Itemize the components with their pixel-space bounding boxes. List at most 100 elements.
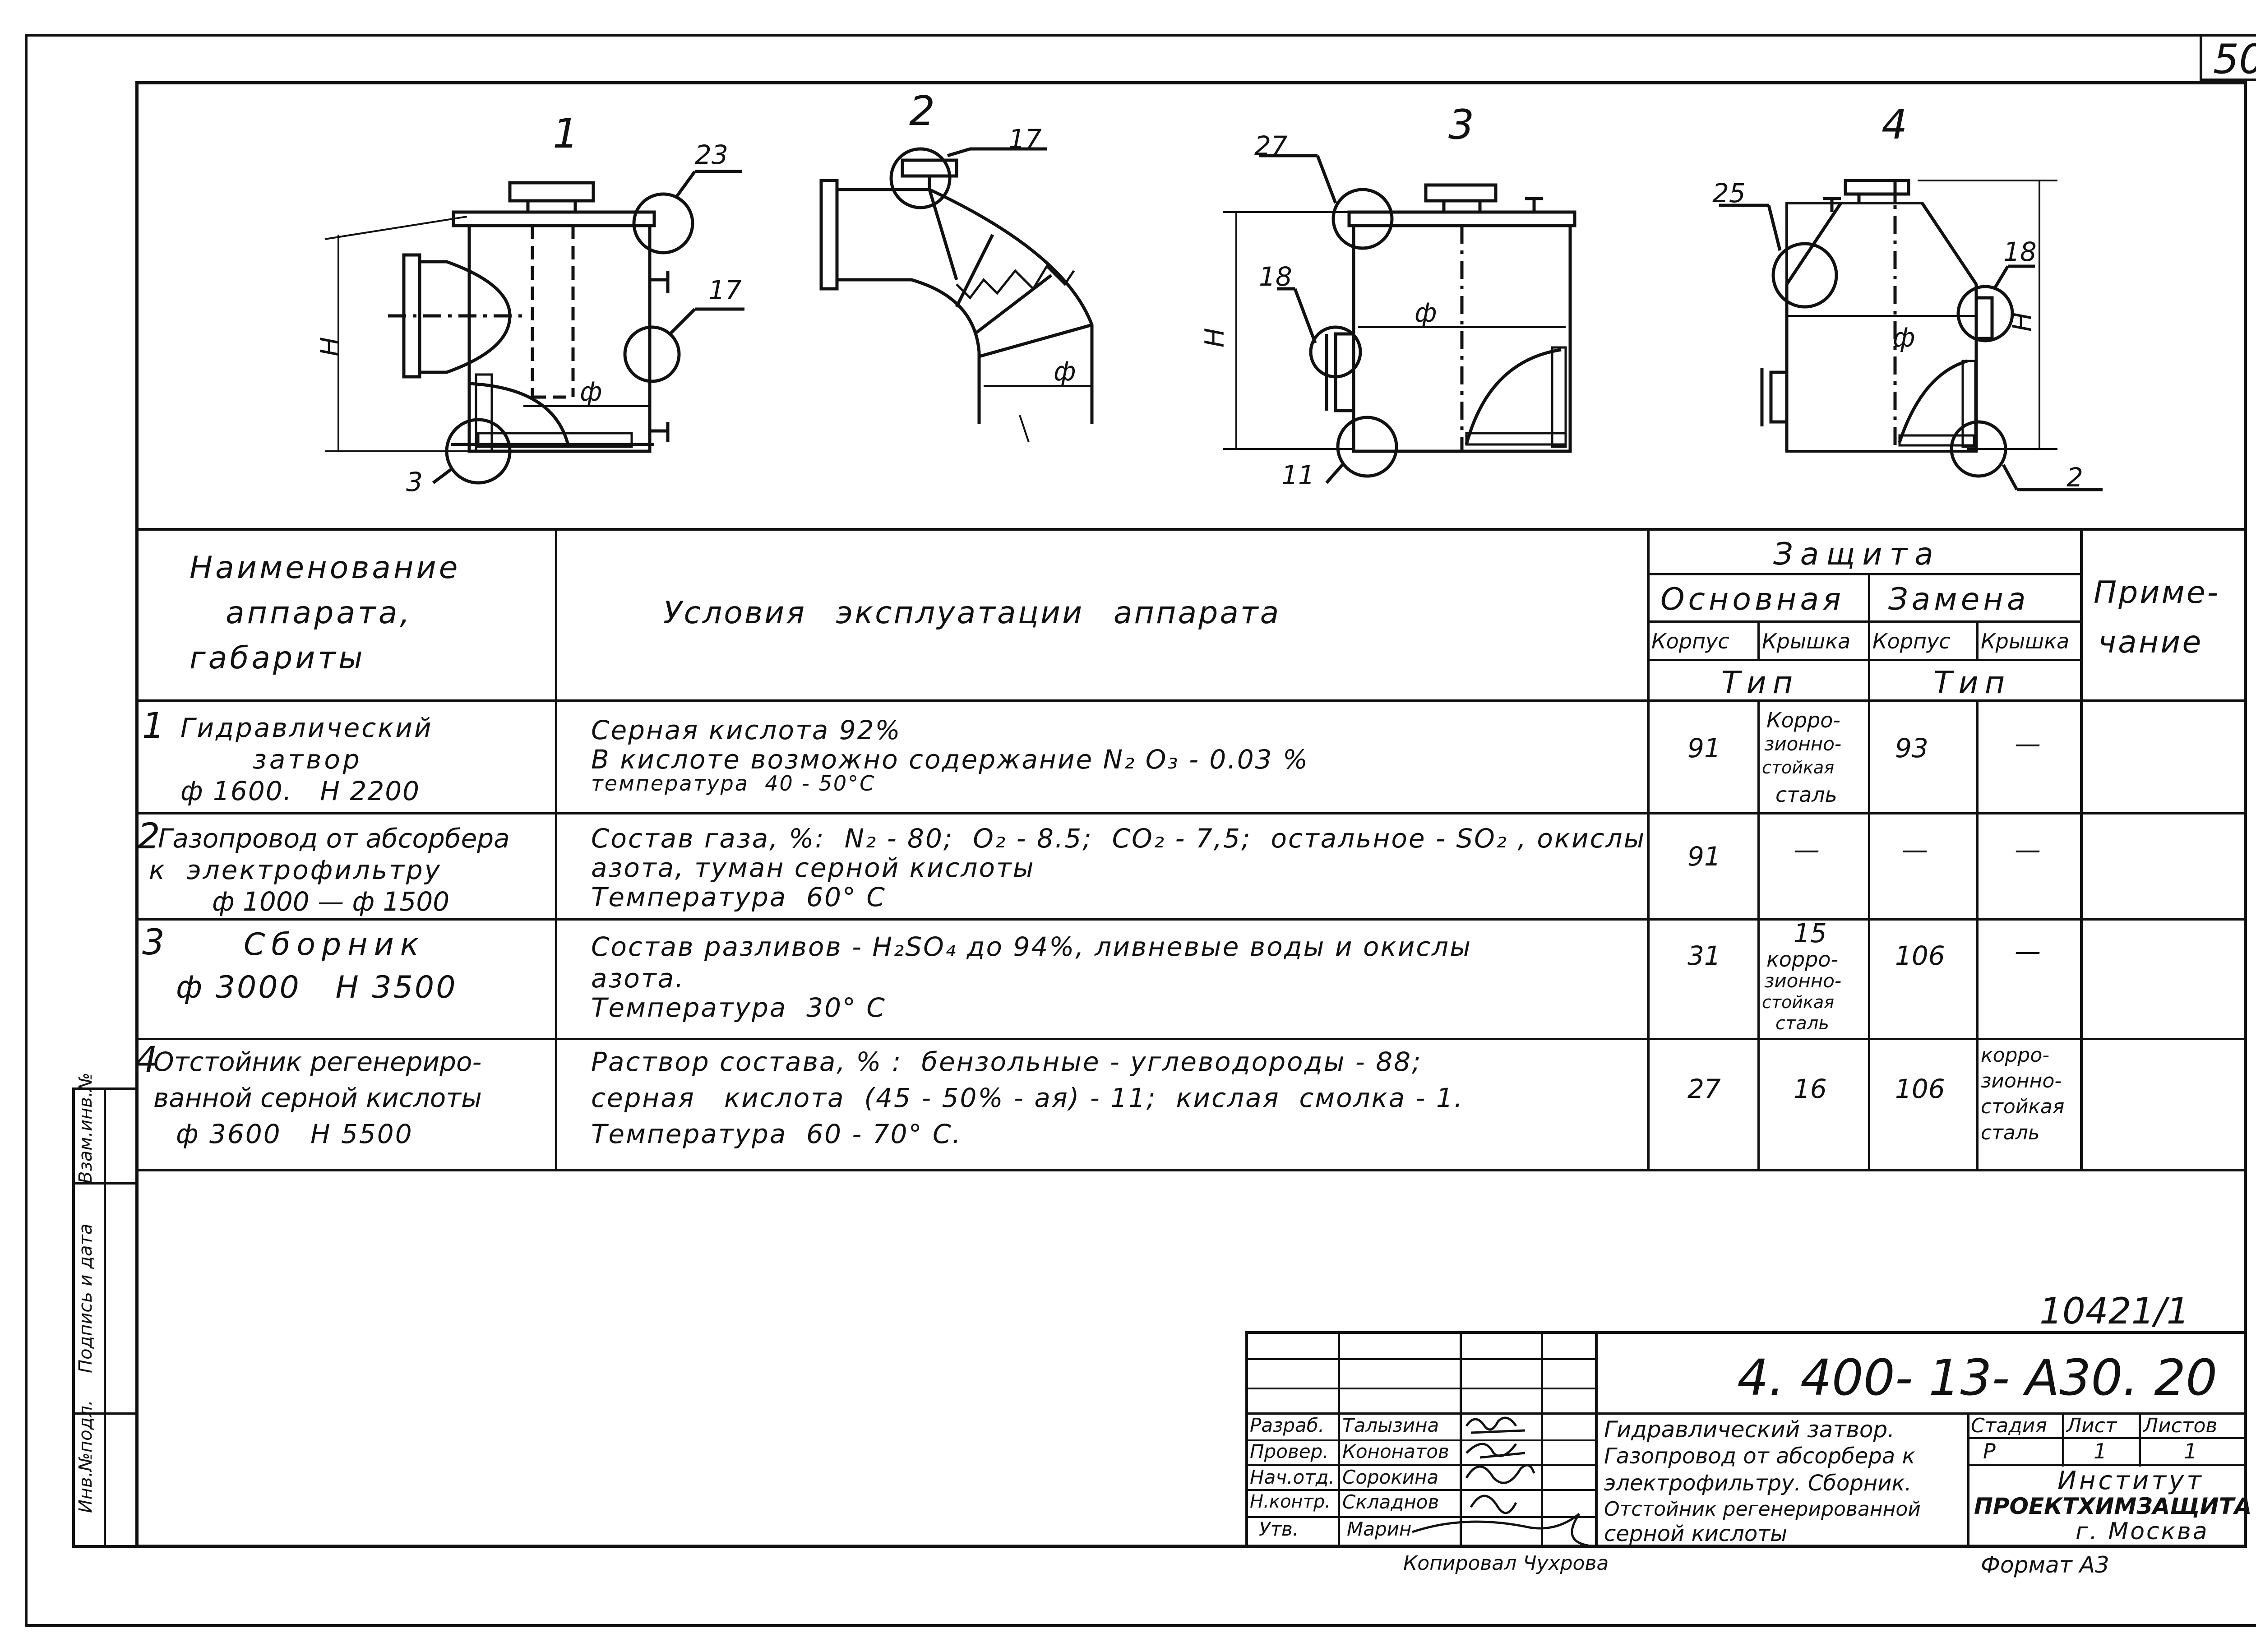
row-repl-lid: —: [2015, 728, 2041, 759]
row-repl-lid: —: [2015, 936, 2041, 967]
row-main-lid: 16: [1794, 1074, 1827, 1104]
row-condition-line: Состав разливов - H₂SO₄ до 94%, ливневые…: [591, 931, 1472, 962]
row-condition-line: азота.: [591, 963, 685, 994]
drawing-4-callout-18: 18: [2003, 236, 2037, 267]
row-main-body: 91: [1687, 733, 1721, 764]
row-name-line: к электрофильтру: [149, 855, 442, 885]
title-line: серной кислоты: [1604, 1521, 1788, 1546]
header-repl-body: Корпус: [1872, 629, 1951, 653]
person-name: Складнов: [1342, 1491, 1439, 1513]
drawing-3-callout-27: 27: [1254, 130, 1288, 161]
sheet-value: 1: [2094, 1439, 2107, 1463]
row-name-line: Гидравлический: [180, 713, 433, 743]
drawing-1: [324, 170, 744, 485]
org-line: ПРОЕКТХИМЗАЩИТА: [1974, 1493, 2252, 1519]
drawing-1-number: 1: [553, 110, 579, 157]
row-repl-body: 106: [1895, 940, 1945, 971]
row-condition-line: Температура 60 - 70° C.: [591, 1119, 962, 1149]
row-number: 2: [138, 816, 160, 857]
drawing-4-number: 4: [1882, 101, 1908, 148]
drawing-3-number: 3: [1448, 101, 1475, 148]
row-condition-line: азота, туман серной кислоты: [591, 852, 1035, 883]
role-label: Провер.: [1250, 1440, 1329, 1462]
row-condition-line: Состав газа, %: N₂ - 80; O₂ - 8.5; CO₂ -…: [591, 823, 1646, 854]
row-number: 4: [135, 1040, 158, 1080]
role-label: Утв.: [1259, 1518, 1299, 1540]
stage-value: Р: [1983, 1439, 1996, 1463]
row-repl-body: 106: [1895, 1074, 1945, 1104]
drawing-2-callout-17: 17: [1008, 124, 1042, 154]
row-main-lid: —: [1794, 834, 1820, 865]
header-note-line1: Приме-: [2094, 575, 2220, 611]
sheet-number: 50: [2213, 36, 2256, 83]
row-main-lid-line: корро-: [1766, 947, 1839, 972]
drawing-2-dim-d: ф: [1054, 356, 1076, 387]
row-main-lid-line: Корро-: [1766, 708, 1840, 732]
row-name-line: ванной серной кислоты: [153, 1083, 482, 1113]
row-repl-lid: корро- зионно- стойкая сталь: [1981, 1044, 2065, 1144]
stage-label: Стадия: [1971, 1414, 2047, 1437]
sheet-number-box: [2200, 34, 2256, 81]
row-condition-line: Температура 60° C: [591, 882, 886, 912]
header-name-line2: аппарата,: [226, 595, 412, 631]
drawing-4: [1719, 179, 2103, 491]
row-condition-line: Раствор состава, % : бензольные - углево…: [591, 1046, 1422, 1077]
title-line: Отстойник регенерированной: [1604, 1498, 1921, 1521]
row-condition-line: Температура 30° C: [591, 992, 886, 1023]
sheet-label: Лист: [2066, 1414, 2117, 1437]
drawing-3-dim-d: ф: [1415, 297, 1437, 328]
header-main: Основная: [1660, 582, 1845, 617]
person-name: Кононатов: [1342, 1440, 1449, 1462]
row-name-line: затвор: [253, 744, 362, 775]
row-condition-line: В кислоте возможно содержание N₂ O₃ - 0.…: [591, 744, 1309, 775]
row-main-body: 91: [1687, 841, 1721, 872]
role-label: Разраб.: [1250, 1414, 1325, 1436]
row-name-line: Сборник: [244, 927, 425, 963]
row-number: 3: [142, 922, 165, 963]
row-name-line: ф 3600 H 5500: [176, 1119, 413, 1149]
row-condition-line: температура 40 - 50°C: [591, 771, 876, 796]
row-name-line: Отстойник регенериро-: [153, 1046, 482, 1077]
row-repl-body: 93: [1895, 733, 1928, 764]
row-condition-line: Серная кислота 92%: [591, 715, 901, 745]
drawing-1-callout-23: 23: [695, 139, 728, 170]
org-line: г. Москва: [2076, 1518, 2209, 1545]
sheets-value: 1: [2184, 1439, 2197, 1463]
drawing-4-callout-2: 2: [2066, 462, 2083, 493]
row-name-line: ф 1600. H 2200: [180, 776, 421, 806]
row-main-body: 31: [1687, 940, 1721, 971]
drawing-3-callout-11: 11: [1281, 460, 1315, 491]
header-main-type: Тип: [1721, 665, 1799, 701]
person-name: Сорокина: [1342, 1466, 1439, 1488]
row-name-line: ф 1000 — ф 1500: [212, 886, 450, 917]
header-main-body: Корпус: [1651, 629, 1729, 653]
row-main-lid-line: зионно-: [1764, 733, 1842, 755]
drawing-1-dim-d: ф: [580, 376, 602, 407]
row-repl-lid: —: [2015, 834, 2041, 865]
sheets-label: Листов: [2143, 1414, 2218, 1437]
drawing-1-callout-3: 3: [406, 467, 423, 497]
header-repl-type: Тип: [1933, 665, 2011, 701]
title-line: электрофильтру. Сборник.: [1604, 1471, 1912, 1496]
row-condition-line: серная кислота (45 - 50% - ая) - 11; кис…: [591, 1083, 1464, 1113]
header-conditions: Условия эксплуатации аппарата: [663, 595, 1281, 631]
row-main-lid-line: 15: [1794, 918, 1827, 949]
header-repl-lid: Крышка: [1981, 629, 2070, 653]
row-main-lid-line: сталь: [1775, 1013, 1829, 1034]
title-line: Гидравлический затвор.: [1604, 1416, 1895, 1443]
document-designation: 4. 400- 13- А30. 20: [1737, 1349, 2218, 1407]
role-label: Н.контр.: [1250, 1491, 1331, 1512]
inventory-number: 10421/1: [2039, 1290, 2190, 1332]
role-label: Нач.отд.: [1250, 1466, 1335, 1488]
paper-format: Формат А3: [1981, 1552, 2109, 1578]
title-line: Газопровод от абсорбера к: [1604, 1444, 1915, 1469]
row-main-lid-line: зионно-: [1764, 970, 1842, 992]
drawing-4-dim-d: ф: [1893, 322, 1915, 353]
row-main-lid-line: стойкая: [1762, 758, 1835, 777]
header-protection: Защита: [1773, 537, 1941, 572]
header-name-line1: Наименование: [190, 550, 461, 586]
row-name-line: ф 3000 H 3500: [176, 970, 458, 1005]
drawing-1-callout-17: 17: [708, 275, 742, 305]
